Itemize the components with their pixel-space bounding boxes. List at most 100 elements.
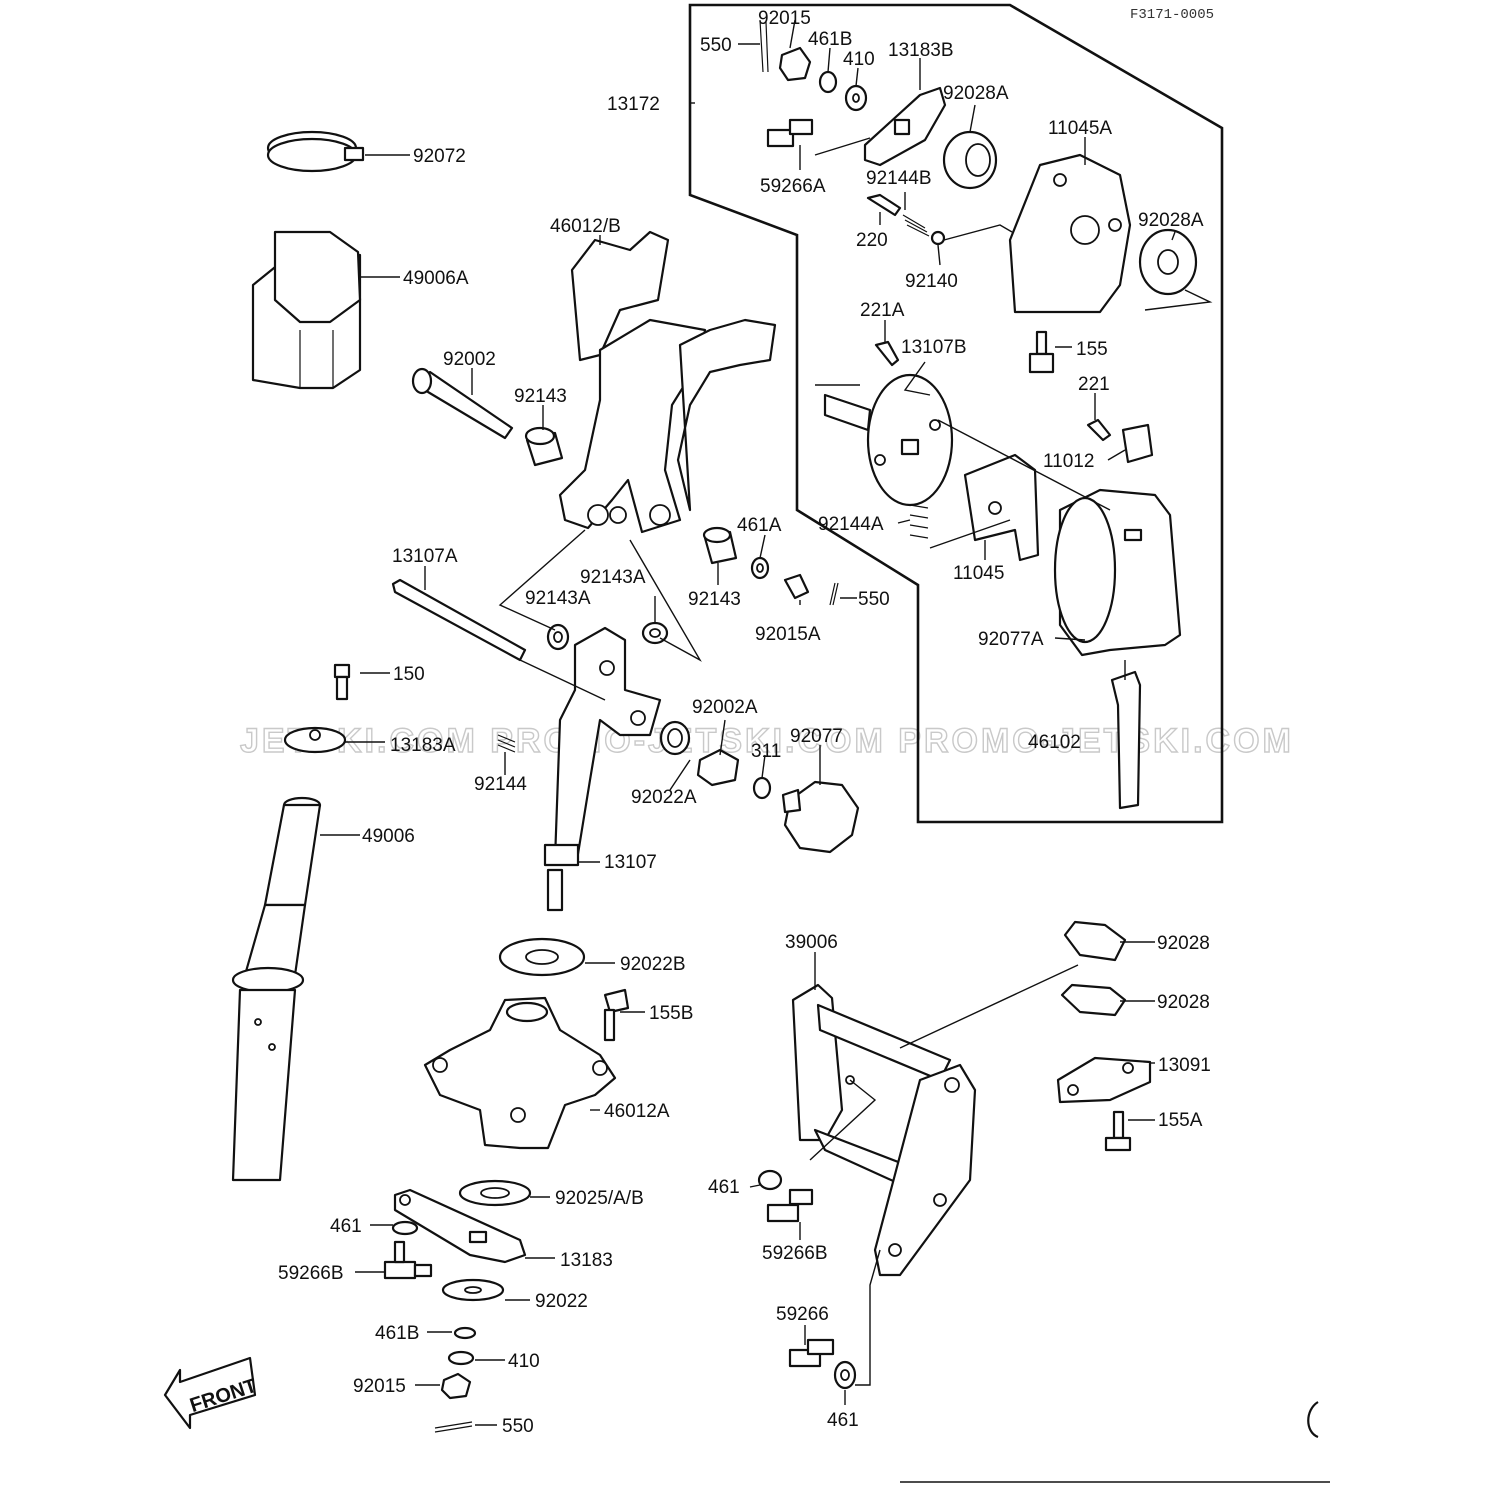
label-13107B: 13107B bbox=[901, 337, 967, 358]
label-92143-mid: 92143 bbox=[688, 589, 741, 610]
label-92144B: 92144B bbox=[866, 168, 932, 189]
arm-13183 bbox=[393, 1188, 527, 1264]
cotter-pin-550-bottom bbox=[434, 1421, 473, 1433]
label-59266B-right: 59266B bbox=[762, 1243, 828, 1264]
drawing-code: F3171-0005 bbox=[1130, 7, 1214, 23]
label-46012A: 46012A bbox=[604, 1101, 670, 1122]
cotter-pin-550-mid bbox=[829, 582, 839, 606]
bushing-92028-lower bbox=[1060, 983, 1127, 1017]
nut-92015-top bbox=[778, 46, 812, 82]
bushing-92143-left bbox=[524, 426, 564, 467]
label-49006A: 49006A bbox=[403, 268, 469, 289]
leader-lines bbox=[320, 19, 1213, 1426]
label-220: 220 bbox=[856, 230, 888, 251]
ball-92140 bbox=[930, 230, 946, 246]
label-550-top: 550 bbox=[700, 35, 732, 56]
bushing-92028A-top bbox=[942, 130, 998, 190]
page-corner-mark bbox=[1307, 1401, 1319, 1439]
knob-92077 bbox=[781, 780, 860, 854]
housing-11045A bbox=[1008, 153, 1132, 314]
label-49006: 49006 bbox=[362, 826, 415, 847]
label-13183B: 13183B bbox=[888, 40, 954, 61]
label-59266A: 59266A bbox=[760, 176, 826, 197]
label-59266B-left: 59266B bbox=[278, 1263, 344, 1284]
label-92025AB: 92025/A/B bbox=[555, 1188, 644, 1209]
label-410-bottom: 410 bbox=[508, 1351, 540, 1372]
label-92015A: 92015A bbox=[755, 624, 821, 645]
front-direction-arrow: FRONT bbox=[163, 1356, 260, 1430]
label-92144A: 92144A bbox=[818, 514, 884, 535]
washer-461B-bottom bbox=[453, 1326, 477, 1340]
shaft-13107A bbox=[391, 578, 527, 662]
bracket-11045 bbox=[963, 453, 1040, 562]
label-221A: 221A bbox=[860, 300, 905, 321]
label-92002: 92002 bbox=[443, 349, 496, 370]
label-410-top: 410 bbox=[843, 49, 875, 70]
bushing-92143-mid bbox=[702, 526, 738, 565]
washer-461-left bbox=[391, 1220, 419, 1236]
label-92028A-right: 92028A bbox=[1138, 210, 1204, 231]
label-13107: 13107 bbox=[604, 852, 657, 873]
bushing-92028-upper bbox=[1063, 920, 1127, 962]
washer-461-mid bbox=[757, 1169, 783, 1191]
label-13107A: 13107A bbox=[392, 546, 458, 567]
plate-13183A bbox=[283, 726, 347, 754]
label-92028A-top: 92028A bbox=[943, 83, 1009, 104]
label-92022B: 92022B bbox=[620, 954, 686, 975]
label-11012: 11012 bbox=[1043, 451, 1094, 472]
part-labels: 92015 550 461B 410 13183B 92028A 13172 1… bbox=[278, 8, 1211, 1437]
label-92015-top: 92015 bbox=[758, 8, 811, 29]
label-92144: 92144 bbox=[474, 774, 527, 795]
label-155A: 155A bbox=[1158, 1110, 1203, 1131]
washer-461-bottom bbox=[833, 1360, 857, 1390]
lever-13183B bbox=[863, 86, 947, 167]
washer-92025AB bbox=[458, 1179, 532, 1207]
label-92140: 92140 bbox=[905, 271, 958, 292]
label-461-bottom: 461 bbox=[827, 1410, 859, 1431]
spring-92144A bbox=[909, 504, 929, 539]
bolt-155B bbox=[603, 988, 630, 1042]
lever-46102 bbox=[1110, 670, 1142, 810]
bushing-92028A-right bbox=[1138, 228, 1198, 296]
grease-nipple-59266A bbox=[766, 118, 814, 148]
label-39006: 39006 bbox=[785, 932, 838, 953]
label-461B-top: 461B bbox=[808, 29, 852, 50]
label-92002A: 92002A bbox=[692, 697, 758, 718]
watermark: JETSKI.COM PROMO-JETSKI.COM PROMO-JETSKI… bbox=[240, 722, 1294, 760]
screw-150 bbox=[333, 663, 351, 701]
washer-461B-top bbox=[818, 70, 838, 94]
label-550-bottom: 550 bbox=[502, 1416, 534, 1437]
hose-clamp-92072 bbox=[266, 130, 365, 173]
nut-92015-bottom bbox=[440, 1372, 472, 1400]
cotter-pin-550-top bbox=[759, 19, 769, 73]
label-155: 155 bbox=[1076, 339, 1108, 360]
bracket-39006 bbox=[791, 983, 977, 1277]
spring-92144 bbox=[497, 734, 516, 753]
label-13172: 13172 bbox=[607, 94, 660, 115]
plate-13107B bbox=[823, 373, 954, 507]
washer-92143A-left bbox=[546, 623, 570, 651]
label-92072: 92072 bbox=[413, 146, 466, 167]
bolt-155 bbox=[1028, 330, 1055, 374]
label-92022A: 92022A bbox=[631, 787, 697, 808]
label-92143-left: 92143 bbox=[514, 386, 567, 407]
washer-92022B bbox=[498, 937, 586, 977]
screw-220 bbox=[866, 193, 902, 217]
label-155B: 155B bbox=[649, 1003, 693, 1024]
washer-410-bottom bbox=[447, 1350, 475, 1366]
steering-shaft-13107 bbox=[543, 626, 662, 912]
screw-221A bbox=[874, 340, 900, 367]
grease-nipple-59266B-right bbox=[766, 1188, 814, 1223]
screw-221 bbox=[1086, 418, 1112, 442]
label-13183: 13183 bbox=[560, 1250, 613, 1271]
washer-410-top bbox=[844, 84, 868, 112]
steering-tube-49006 bbox=[231, 796, 322, 1182]
label-461A: 461A bbox=[737, 515, 782, 536]
label-92143A-right: 92143A bbox=[580, 567, 646, 588]
boot-49006A bbox=[251, 230, 362, 390]
washer-92022 bbox=[441, 1278, 505, 1302]
label-92077: 92077 bbox=[790, 726, 843, 747]
washer-92022A bbox=[659, 720, 691, 756]
label-13183A: 13183A bbox=[390, 735, 456, 756]
